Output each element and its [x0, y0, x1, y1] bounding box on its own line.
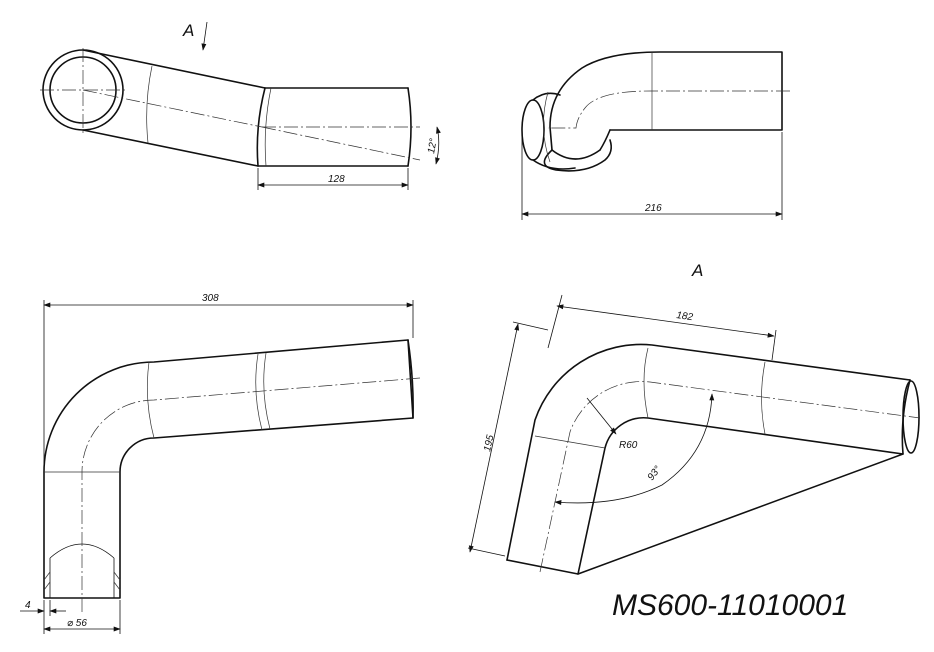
front-view-dimension-diameter: ⌀ 56 — [43, 600, 121, 634]
view-a-centerlines — [539, 381, 921, 573]
side-view-pipe-outline — [521, 51, 783, 172]
view-a: A R60 93° 182 — [467, 261, 921, 575]
view-a-angle-dim: 93° — [646, 464, 664, 483]
side-view: 216 — [521, 51, 790, 220]
front-view-dimension-wall: 4 — [20, 600, 66, 616]
view-a-height-dim: 195 — [482, 434, 496, 453]
front-view-centerlines — [81, 377, 421, 612]
front-view-pipe-outline — [43, 339, 414, 599]
side-view-dimension-216: 216 — [521, 132, 783, 220]
front-view-pipe-end — [43, 543, 121, 598]
front-wall-dim: 4 — [25, 600, 31, 611]
view-a-length-dim: 182 — [676, 310, 694, 323]
view-a-radius-dim: R60 — [619, 440, 638, 451]
top-view-pipe-outline — [42, 49, 412, 167]
front-length-dim: 308 — [202, 293, 219, 304]
front-view-section-lines — [44, 352, 271, 473]
side-view-centerlines — [548, 90, 790, 129]
front-view-dimension-308: 308 — [43, 293, 414, 470]
view-a-dimension-195: 195 — [467, 321, 549, 557]
top-view: A 128 12° — [40, 21, 441, 190]
top-view-dimension-128: 128 — [257, 168, 409, 190]
top-angle-dim: 12° — [426, 138, 439, 155]
top-length-dim: 128 — [328, 174, 345, 185]
side-length-dim: 216 — [644, 203, 662, 214]
top-view-angle-dimension: 12° — [426, 126, 441, 165]
view-a-pipe-outline — [506, 343, 920, 575]
view-arrow-label: A — [182, 21, 194, 40]
front-view: 308 4 ⌀ 56 — [20, 293, 421, 634]
side-view-section-lines — [543, 52, 653, 163]
view-a-radius-dimension: R60 — [586, 397, 638, 451]
top-view-centerlines — [40, 48, 421, 161]
front-diameter-dim: ⌀ 56 — [67, 618, 87, 629]
view-a-dimension-182: 182 — [547, 294, 777, 361]
top-view-arrow: A — [182, 21, 208, 51]
view-a-title: A — [691, 261, 703, 280]
part-number: MS600-11010001 — [612, 589, 848, 622]
